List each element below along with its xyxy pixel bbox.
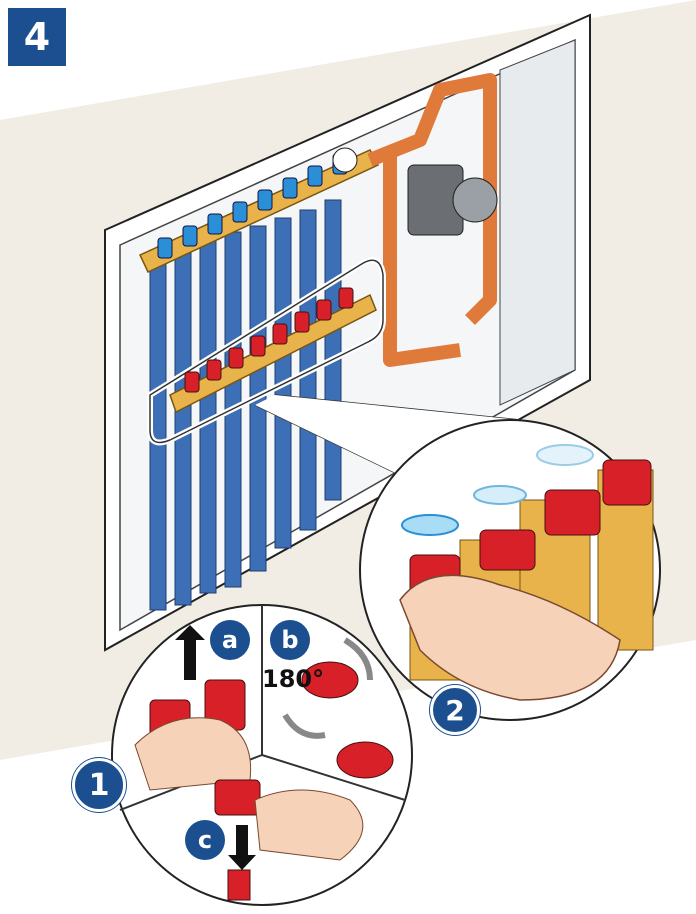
callout-1: 1 [72,758,126,812]
hand-bottom [255,790,363,860]
rotate-arrow-icon [402,515,458,535]
step-number-badge: 4 [8,8,66,66]
callout-2: 2 [430,685,480,735]
rotate-arrow-icon [474,486,526,504]
sub-label-c: c [185,820,225,860]
rotate-arrow-icon [537,445,593,465]
rotation-angle-label: 180° [262,665,324,693]
gauge [333,148,357,172]
sub-label-b: b [270,620,310,660]
sub-label-a: a [210,620,250,660]
cabinet-side [500,40,575,405]
